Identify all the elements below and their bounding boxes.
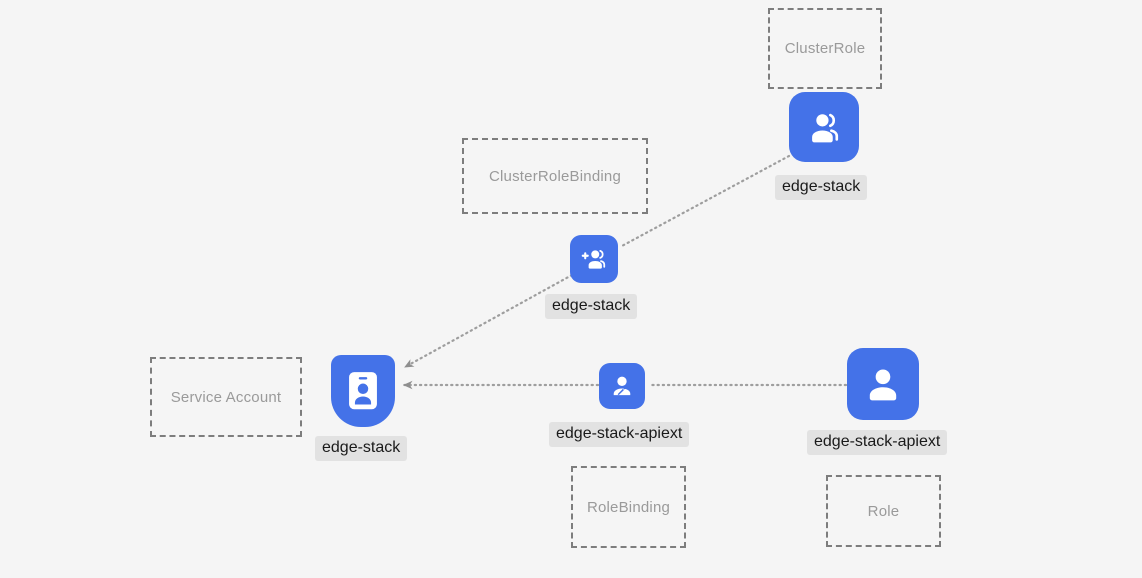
kind-box-serviceaccount[interactable]: Service Account	[150, 357, 302, 437]
kind-label-role: Role	[867, 502, 900, 520]
node-name-rolebinding[interactable]: edge-stack-apiext	[549, 422, 690, 448]
node-icon-rolebinding[interactable]	[599, 363, 645, 409]
node-icon-serviceaccount[interactable]	[331, 355, 395, 427]
node-icon-role[interactable]	[847, 348, 919, 420]
node-icon-clusterrole[interactable]	[789, 92, 859, 162]
kind-box-role[interactable]: Role	[826, 475, 941, 547]
user-icon	[861, 362, 905, 406]
node-name-clusterrole[interactable]: edge-stack	[775, 175, 868, 201]
id-badge-icon	[344, 368, 382, 414]
kind-box-clusterrole[interactable]: ClusterRole	[768, 8, 882, 89]
node-name-serviceaccount[interactable]: edge-stack	[315, 436, 408, 462]
kind-box-clusterrolebinding[interactable]: ClusterRoleBinding	[462, 138, 648, 214]
kind-box-rolebinding[interactable]: RoleBinding	[571, 466, 686, 548]
user-edit-icon	[608, 372, 636, 400]
group-users-icon	[803, 106, 845, 148]
kind-label-serviceaccount: Service Account	[170, 388, 282, 406]
edge-clusterrolebinding-to-serviceaccount	[403, 273, 574, 369]
node-name-clusterrolebinding[interactable]: edge-stack	[545, 294, 638, 320]
kind-label-clusterrole: ClusterRole	[784, 40, 866, 57]
user-add-icon	[579, 244, 609, 274]
kind-label-rolebinding: RoleBinding	[586, 498, 671, 516]
edge-clusterrole-to-clusterrolebinding	[618, 154, 791, 249]
kind-label-clusterrolebinding: ClusterRoleBinding	[488, 167, 621, 185]
node-icon-clusterrolebinding[interactable]	[570, 235, 618, 283]
node-name-role[interactable]: edge-stack-apiext	[807, 430, 948, 456]
